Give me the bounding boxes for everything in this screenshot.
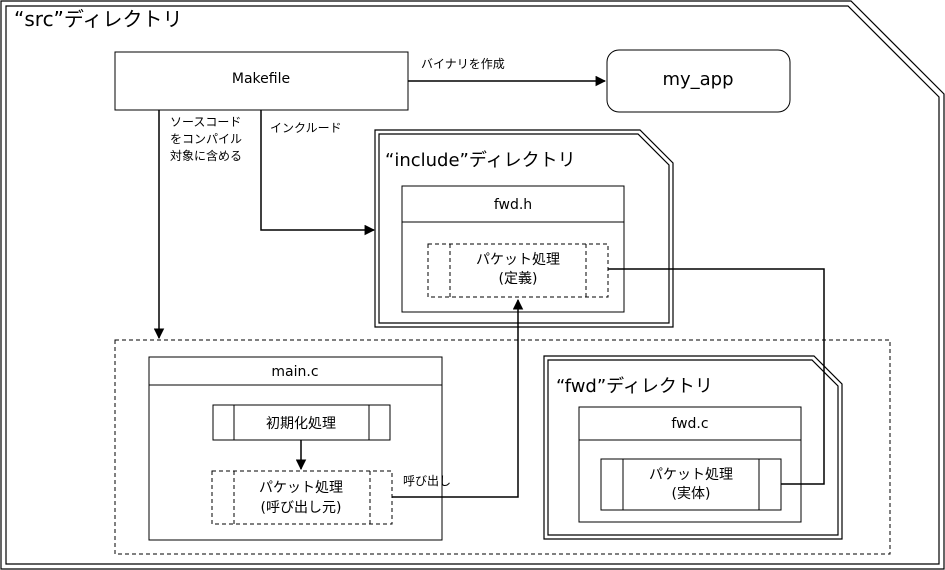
- makefile-box: Makefile: [114, 51, 409, 111]
- fwd-directory-container: “fwd”ディレクトリ: [543, 355, 843, 540]
- packet-implementation-line1: パケット処理: [649, 467, 733, 483]
- compile-sources-label-1: ソースコード: [170, 115, 241, 129]
- definition-implementation-link: [608, 268, 825, 485]
- compile-sources-label-3: 対象に含める: [170, 148, 242, 163]
- packet-caller-box: パケット処理 (呼び出し元): [211, 470, 393, 525]
- include-header-edge: インクルード: [260, 110, 376, 236]
- include-directory-container: “include”ディレクトリ: [374, 129, 674, 328]
- init-function-label: 初期化処理: [266, 415, 336, 432]
- packet-caller-line2: (呼び出し元): [261, 500, 342, 516]
- main-c-box: main.c: [148, 356, 443, 541]
- compile-sources-label-2: をコンパイル: [170, 132, 242, 146]
- my-app-label: my_app: [662, 69, 733, 90]
- packet-definition-line2: (定義): [499, 270, 538, 287]
- include-directory-title: “include”ディレクトリ: [385, 150, 576, 171]
- compile-target-group: [114, 339, 891, 555]
- compile-sources-edge: ソースコード をコンパイル 対象に含める: [153, 110, 242, 340]
- main-c-label: main.c: [271, 364, 318, 380]
- init-function-box: 初期化処理: [212, 404, 391, 441]
- my-app-box: my_app: [606, 49, 791, 113]
- call-edge: 呼び出し: [392, 298, 524, 498]
- packet-implementation-box: パケット処理 (実体): [600, 458, 782, 511]
- build-binary-label: バイナリを作成: [421, 57, 505, 71]
- src-directory-title: “src”ディレクトリ: [14, 7, 183, 31]
- packet-implementation-line2: (実体): [672, 486, 711, 502]
- packet-caller-line1: パケット処理: [259, 480, 343, 496]
- call-label: 呼び出し: [403, 474, 451, 488]
- makefile-label: Makefile: [232, 71, 290, 87]
- fwd-c-label: fwd.c: [671, 416, 708, 432]
- build-binary-edge: バイナリを作成: [408, 57, 607, 87]
- fwd-directory-title: “fwd”ディレクトリ: [556, 376, 713, 397]
- packet-definition-box: パケット処理 (定義): [427, 243, 609, 298]
- fwd-h-box: fwd.h: [401, 185, 625, 313]
- include-header-label: インクルード: [270, 121, 342, 135]
- packet-definition-line1: パケット処理: [476, 252, 560, 268]
- fwd-h-label: fwd.h: [494, 197, 532, 213]
